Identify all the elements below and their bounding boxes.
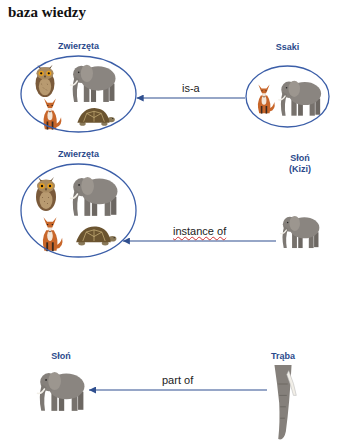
owl-picture — [36, 177, 56, 211]
fox-picture — [258, 84, 275, 113]
circle-outline — [245, 65, 330, 128]
owl-picture — [36, 65, 55, 97]
set-circle: Zwierzęta — [20, 55, 137, 133]
concept-item: Słoń (Kizi) — [277, 205, 323, 255]
fox-picture — [43, 217, 63, 251]
relation-arrow — [137, 97, 245, 98]
elephant-picture — [71, 177, 118, 216]
relation-arrow — [89, 389, 267, 390]
relation-label: is-a — [180, 82, 202, 95]
node-heading: Trąba — [243, 351, 323, 362]
node-heading: Słoń (Kizi) — [280, 153, 320, 176]
relation-arrow — [123, 240, 276, 241]
relation-label: part of — [160, 374, 195, 387]
diagram-title: baza wiedzy — [8, 4, 86, 21]
elephant-picture — [279, 81, 321, 116]
circle-outline — [246, 66, 329, 127]
node-heading: Zwierzęta — [20, 149, 137, 160]
concept-item: Słoń — [34, 365, 88, 413]
node-heading: Zwierzęta — [20, 41, 137, 52]
set-circle: Zwierzęta — [20, 163, 137, 258]
circle-outline — [21, 56, 136, 132]
trunk-picture — [274, 365, 296, 439]
concept-item: Trąba — [268, 365, 298, 441]
set-circle: Ssaki — [245, 65, 330, 128]
elephant-picture — [71, 65, 116, 102]
elephant-picture — [281, 216, 320, 248]
circle-outline — [20, 55, 137, 133]
circle-outline — [21, 164, 136, 257]
circle-outline — [20, 163, 137, 258]
node-heading: Słoń — [21, 351, 101, 362]
elephant-picture — [38, 372, 85, 411]
turtle-picture — [76, 226, 116, 245]
node-heading: Ssaki — [245, 42, 330, 53]
relation-label: instance of — [171, 225, 228, 238]
turtle-picture — [77, 108, 114, 126]
